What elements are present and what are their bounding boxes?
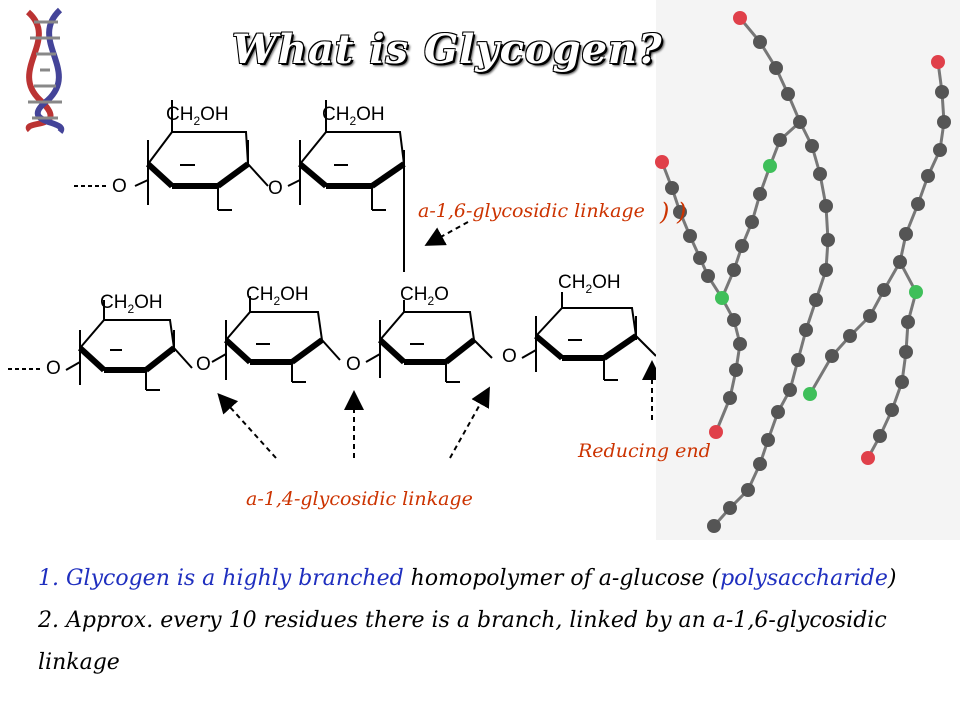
oxygen-label: O [112,176,127,197]
note-1: 1. Glycogen is a highly branched homopol… [38,566,897,591]
glycogen-nodes [665,35,951,533]
ch2oh-label: CH2OH [166,104,229,128]
oxygen-label: O [502,346,517,367]
ch2oh-label: CH2OH [558,272,621,296]
ch2oh-label: CH2OH [322,104,385,128]
upper-glucose-ring-1 [134,100,269,211]
arrow-a16 [424,221,469,246]
arrow-a14-1 [217,393,277,459]
ch2oh-label: CH2OH [100,292,163,316]
oxygen-label: O [46,358,61,379]
arrow-a14-3 [449,386,490,459]
a14-linkage-label: a-1,4-glycosidic linkage [246,488,473,510]
lower-glucose-ring-1 [65,300,193,391]
glycogen-branch-graphic [655,0,960,540]
oxygen-label: O [268,178,283,199]
notes: 1. Glycogen is a highly branched homopol… [38,558,938,684]
note-2: 2. Approx. every 10 residues there is a … [38,608,887,675]
lower-glucose-ring-2 [211,296,341,383]
ch2oh-label: CH2OH [246,284,309,308]
oxygen-label: O [196,354,211,375]
upper-glucose-ring-2 [287,100,406,272]
lower-glucose-ring-3 [365,300,493,383]
a16-linkage-label: a-1,6-glycosidic linkage [418,200,645,222]
glycogen-branch-points [715,159,923,401]
a16-parens: ) ) [660,198,687,226]
ch2o-label: CH2O [400,284,449,308]
reducing-end-label: Reducing end [578,440,711,462]
oxygen-label: O [346,354,361,375]
page-title: What is Glycogen? [232,26,663,73]
glycogen-chain-ends [655,11,945,465]
lower-glucose-ring-4 [521,292,657,381]
dna-helix-icon [25,7,65,134]
